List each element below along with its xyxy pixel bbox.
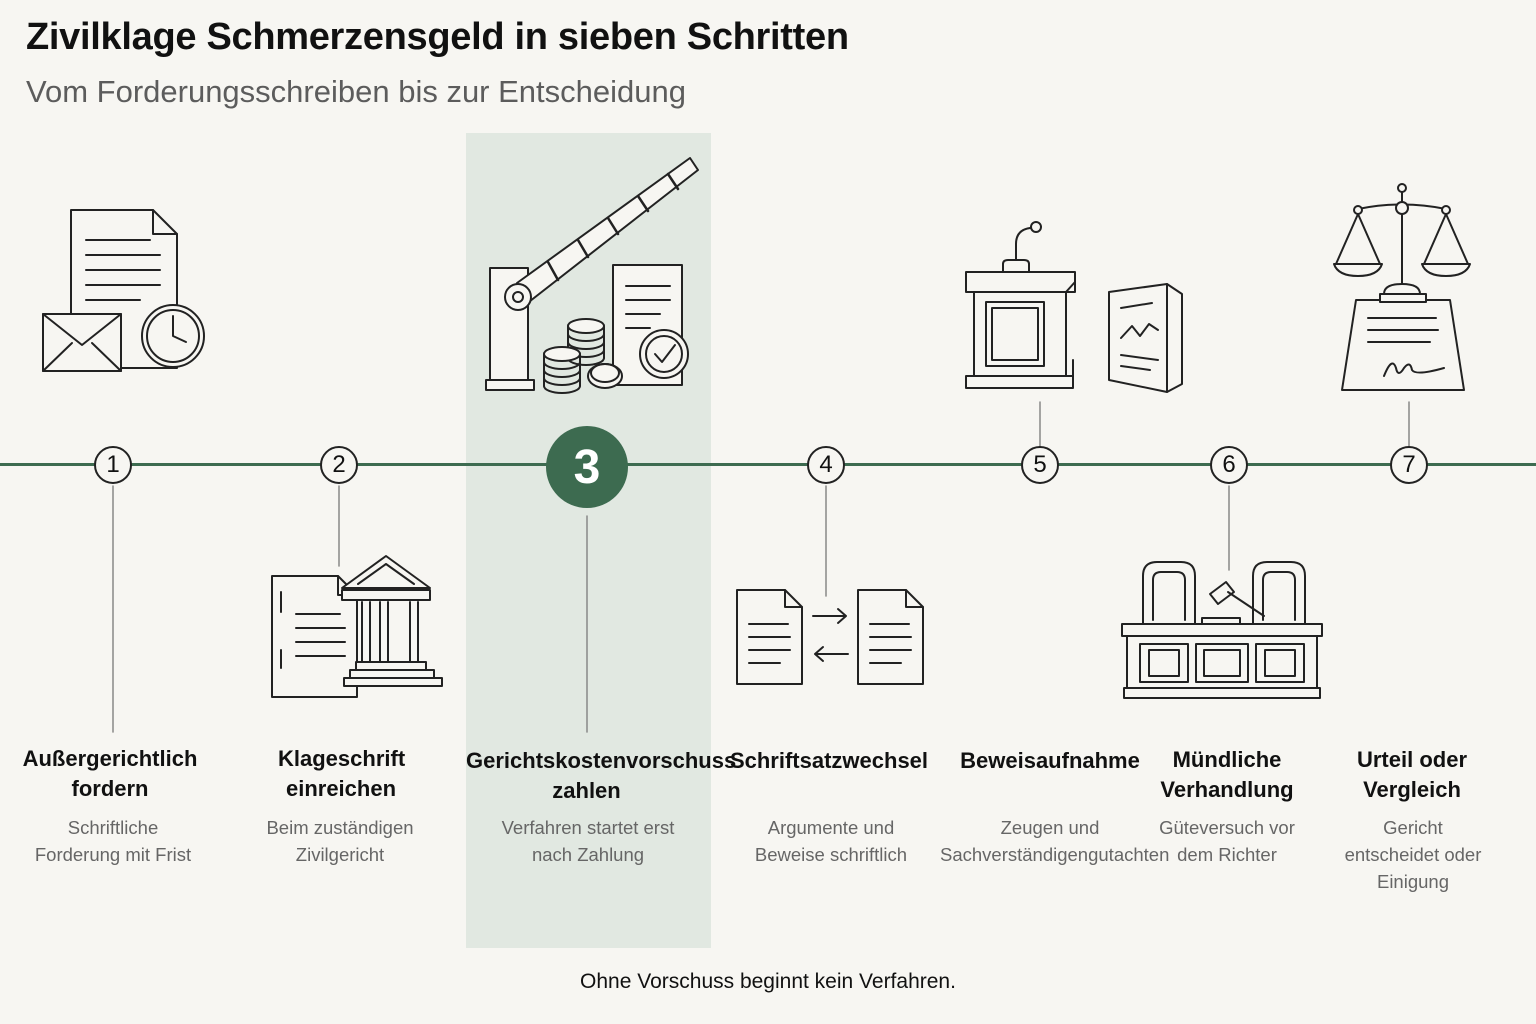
step-2-title: Klageschrift einreichen	[278, 746, 406, 801]
step-5-desc: Zeugen und Sachverständigengutachten	[940, 817, 1170, 865]
step-1-title: Außergerichtlich fordern	[22, 746, 198, 801]
step-5-title: Beweisaufnahme	[960, 748, 1140, 773]
document-courthouse-icon	[271, 555, 443, 698]
step-4-desc: Argumente und Beweise schriftlich	[754, 817, 908, 865]
step-marker-1: 1	[94, 446, 132, 484]
step-6-desc: Güteversuch vor dem Richter	[1159, 817, 1295, 865]
step-3-desc: Verfahren startet erst nach Zahlung	[501, 817, 675, 865]
step-marker-6: 6	[1210, 446, 1248, 484]
step-7-desc: Gericht entscheidet oder Einigung	[1344, 817, 1482, 892]
step-marker-5: 5	[1021, 446, 1059, 484]
page-subtitle: Vom Forderungsschreiben bis zur Entschei…	[26, 74, 686, 109]
step-6-title: Mündliche Verhandlung	[1160, 747, 1294, 802]
step-marker-3-active: 3	[546, 426, 628, 508]
letter-clock-icon	[42, 209, 205, 372]
judge-bench-gavel-icon	[1121, 561, 1323, 699]
step-2-desc: Beim zuständigen Zivilgericht	[266, 817, 414, 865]
step-marker-2: 2	[320, 446, 358, 484]
step-4-title: Schriftsatzwechsel	[729, 748, 929, 773]
witness-stand-report-icon	[965, 221, 1183, 393]
scales-signed-document-icon	[1333, 183, 1471, 391]
step-marker-4: 4	[807, 446, 845, 484]
timeline-line	[0, 463, 1536, 466]
step-1-desc: Schriftliche Forderung mit Frist	[34, 817, 192, 865]
page-title: Zivilklage Schmerzensgeld in sieben Schr…	[26, 16, 849, 58]
step-marker-7: 7	[1390, 446, 1428, 484]
connector-lines	[112, 401, 1410, 733]
barrier-coins-receipt-icon	[485, 157, 699, 394]
document-exchange-icon	[736, 589, 924, 685]
footer-note: Ohne Vorschuss beginnt kein Verfahren.	[580, 970, 956, 993]
step-3-title: Gerichtskostenvorschuss zahlen	[466, 748, 737, 803]
step-7-title: Urteil oder Vergleich	[1356, 747, 1468, 802]
